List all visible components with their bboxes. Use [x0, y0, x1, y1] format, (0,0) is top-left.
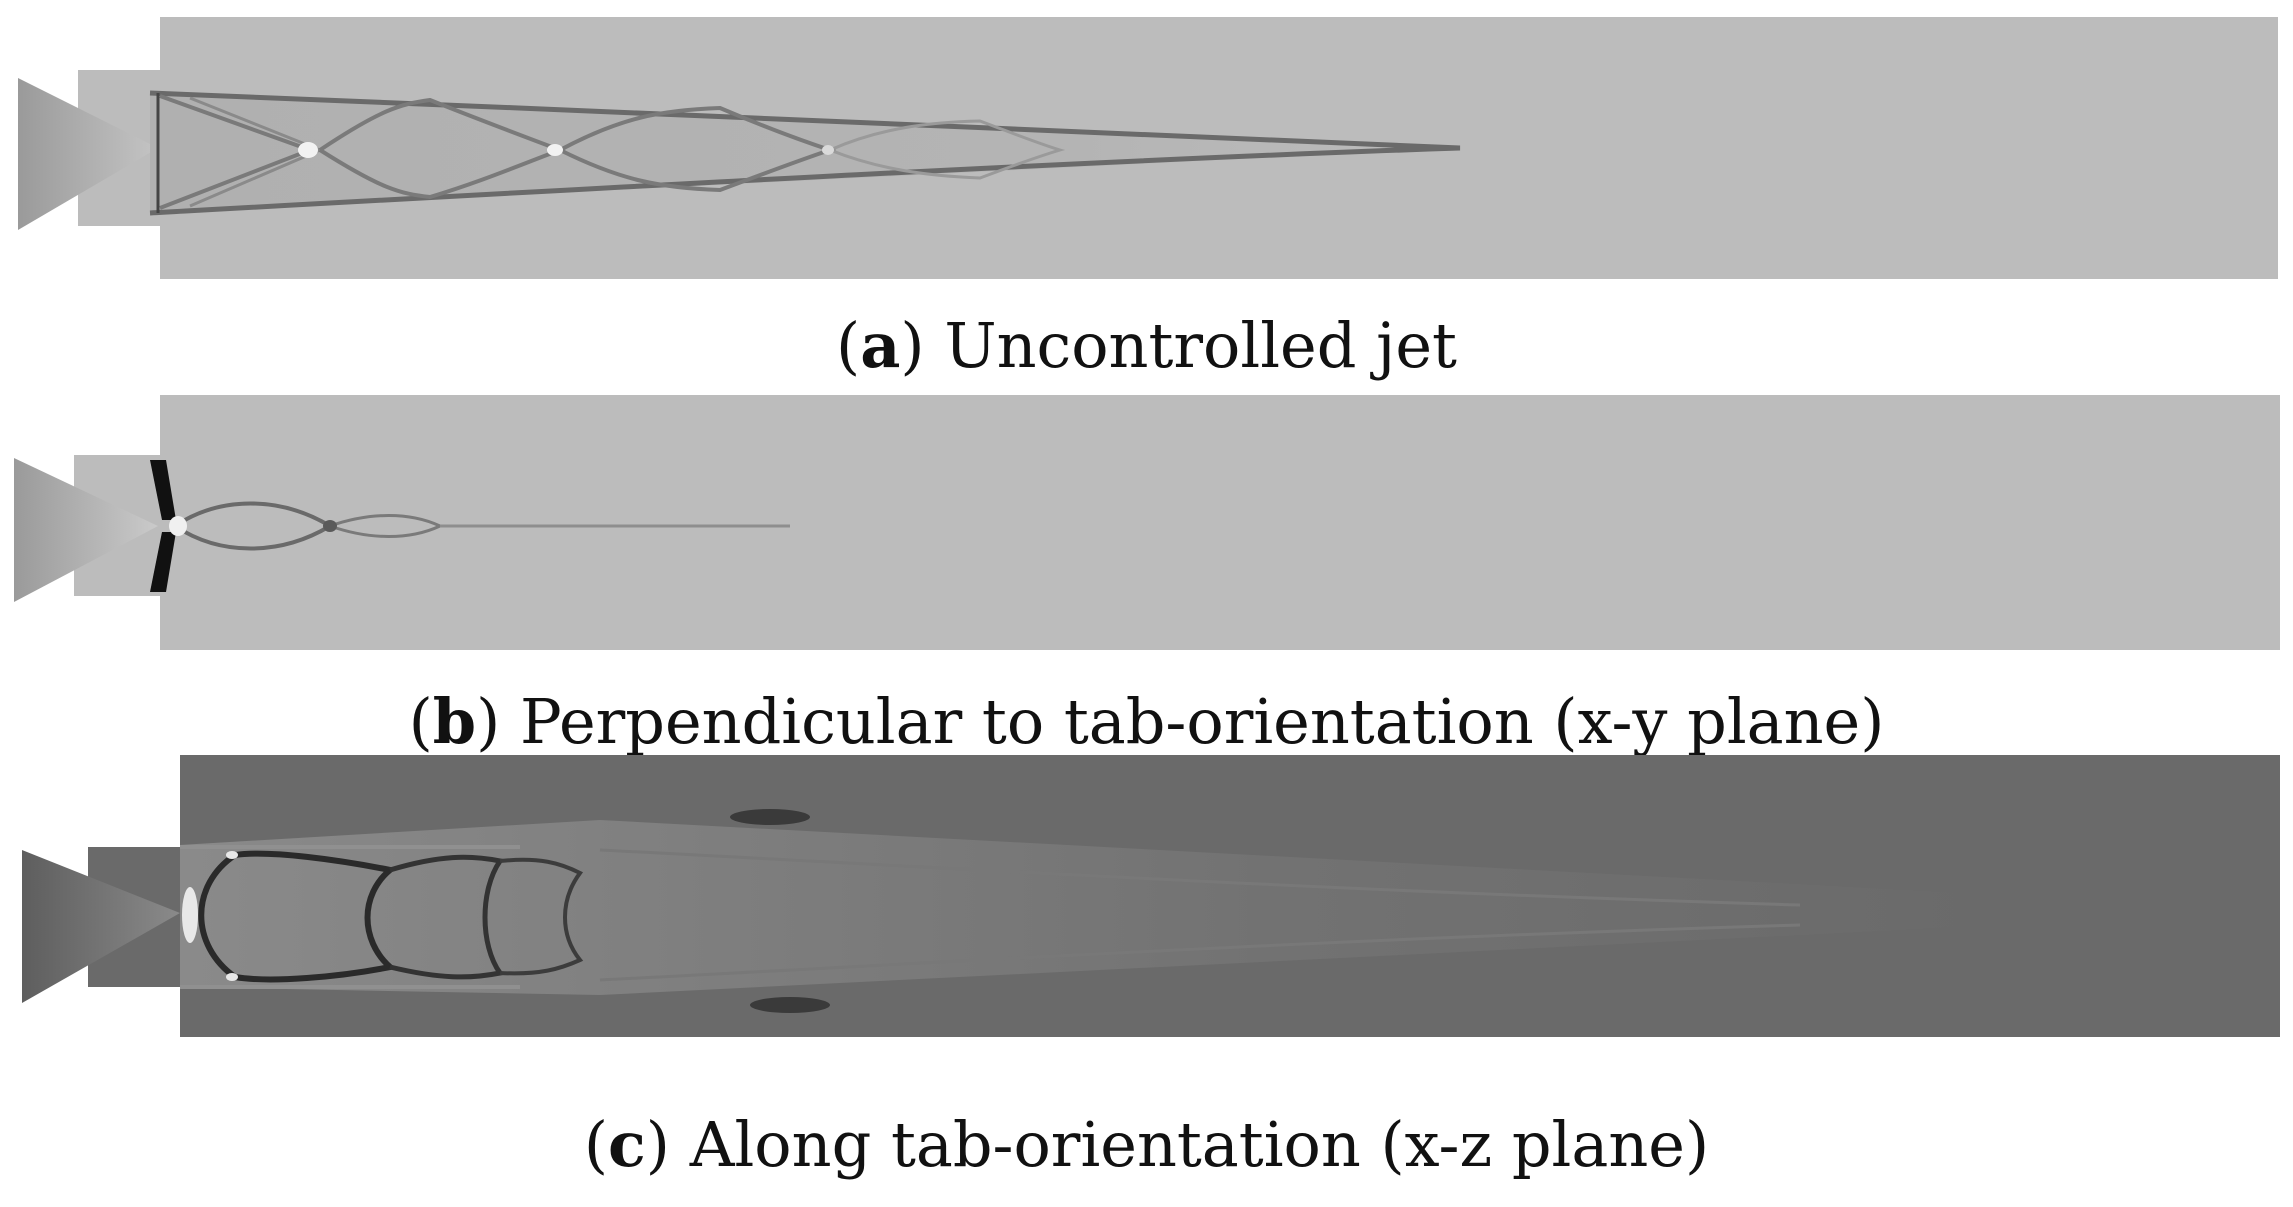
shock-intersections [298, 142, 834, 158]
tabs [150, 460, 176, 592]
panel-uncontrolled-jet [0, 0, 2293, 290]
caption-a-text: Uncontrolled jet [944, 309, 1457, 382]
caption-c-label: c [608, 1108, 646, 1181]
downstream-streaks [599, 848, 1801, 982]
nozzle-wall-top [0, 0, 160, 70]
caption-c: (c) Along tab-orientation (x-z plane) [583, 1108, 1710, 1181]
nozzle-wall-bottom [0, 226, 160, 290]
page-gap [0, 1037, 2293, 1055]
nozzle-body [18, 78, 158, 230]
panel-perpendicular-tab [0, 380, 2293, 660]
caption-a: (a) Uncontrolled jet [836, 309, 1457, 382]
schlieren-image-a [0, 0, 2278, 290]
schlieren-image-b [0, 380, 2280, 660]
panel-along-tab [0, 755, 2293, 1055]
nozzle-wall-top [0, 380, 160, 455]
shock-intersections [169, 516, 337, 536]
caption-a-label: a [860, 309, 901, 382]
caption-b-text: Perpendicular to tab-orientation (x-y pl… [520, 685, 1885, 758]
nozzle-wall-top [0, 755, 180, 847]
nozzle-body [14, 458, 158, 602]
shear-layer [149, 90, 1461, 216]
caption-b: (b) Perpendicular to tab-orientation (x-… [408, 685, 1885, 758]
shear-layer-dark-spots [730, 809, 830, 1013]
shock-cells [180, 845, 584, 989]
shock-intersections [182, 851, 238, 981]
caption-b-label: b [432, 685, 477, 758]
nozzle-wall-bottom [0, 596, 160, 660]
nozzle-body [22, 850, 180, 1003]
domain-background [74, 395, 2280, 650]
jet-plume [180, 820, 2000, 995]
schlieren-image-c [0, 755, 2293, 1055]
caption-c-text: Along tab-orientation (x-z plane) [689, 1108, 1710, 1181]
